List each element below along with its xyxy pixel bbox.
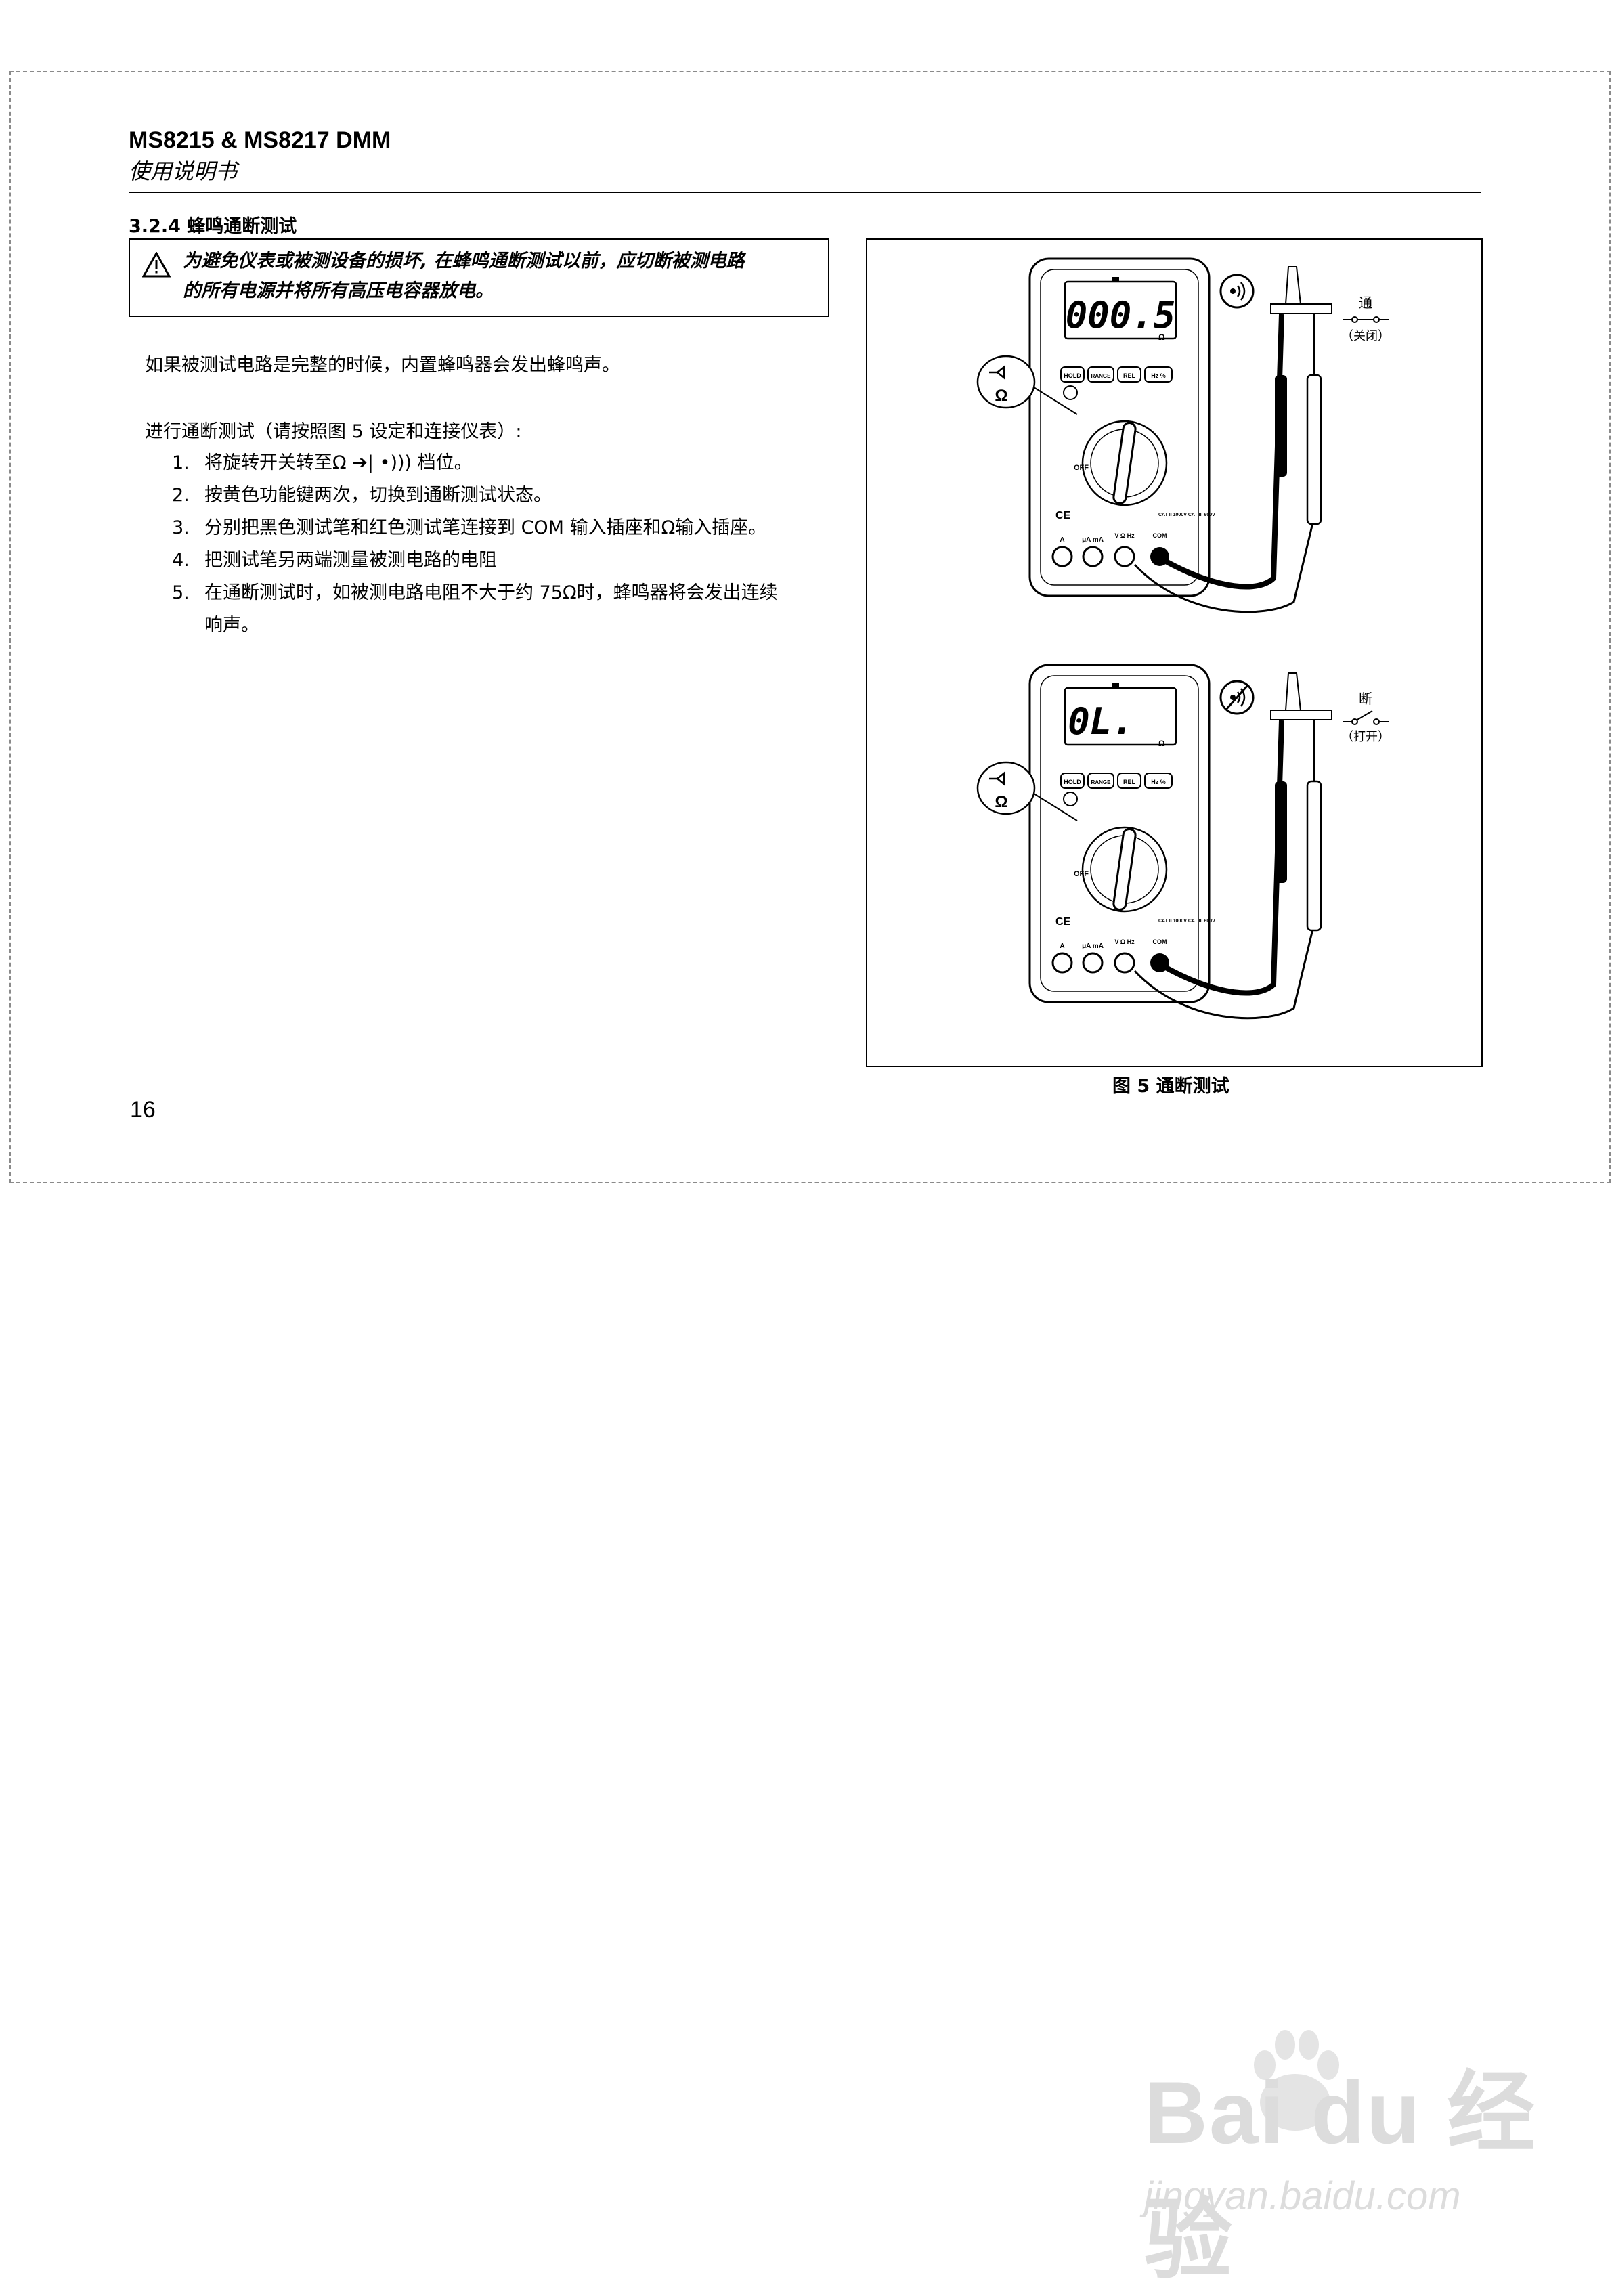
ce-mark: CE xyxy=(1055,510,1071,521)
open-label: 断 xyxy=(1359,691,1372,707)
hold-button: HOLD xyxy=(1064,779,1081,785)
beeper-icon xyxy=(1219,274,1255,309)
battery-icon xyxy=(1112,683,1119,687)
diode-icon xyxy=(989,365,1005,380)
jack-ua-label: μA mA xyxy=(1082,943,1104,950)
range-button: RANGE xyxy=(1091,373,1112,379)
function-button xyxy=(1063,385,1078,400)
page-frame xyxy=(9,71,1611,1183)
baidu-paw-logo xyxy=(1254,2030,1339,2131)
callout-ohm-bottom: Ω xyxy=(995,793,1007,811)
step-item: 响声。 xyxy=(204,615,259,636)
header-divider xyxy=(129,192,1481,193)
jack-v-label: V Ω Hz xyxy=(1114,532,1135,539)
cat-rating: CAT II 1000V CAT III 600V xyxy=(1158,513,1215,517)
document-subtitle: 使用说明书 xyxy=(129,158,238,184)
black-test-lead xyxy=(1158,720,1284,996)
closed-sub-label: （关闭） xyxy=(1341,329,1390,343)
ce-mark: CE xyxy=(1055,916,1071,928)
watermark-brand: Bai du 经验 xyxy=(1144,2063,1537,2289)
jack-v-label: V Ω Hz xyxy=(1114,938,1135,945)
bottom-display-unit: Ω xyxy=(1158,739,1165,748)
diode-icon xyxy=(989,771,1005,786)
warning-line-2: 的所有电源并将所有高压电容器放电。 xyxy=(183,280,494,301)
closed-label: 通 xyxy=(1359,295,1372,311)
dial-callout-top xyxy=(976,355,1036,409)
jack-com-label: COM xyxy=(1153,938,1167,945)
hold-button: HOLD xyxy=(1064,372,1081,379)
section-heading: 3.2.4 蜂鸣通断测试 xyxy=(129,216,297,237)
red-test-lead xyxy=(1133,517,1315,613)
jack-a-label: A xyxy=(1060,943,1064,950)
jack-a-label: A xyxy=(1060,536,1064,544)
continuity-test-illustration: 000.5 Ω HOLD RANGE REL Hz % OFF CE CAT I… xyxy=(976,257,1390,1020)
top-display-unit: Ω xyxy=(1158,332,1165,342)
paragraph-buzzer: 如果被测试电路是完整的时候，内置蜂鸣器会发出蜂鸣声。 xyxy=(145,355,620,376)
jack-ua-label: μA mA xyxy=(1082,536,1104,544)
hz-button: Hz % xyxy=(1151,372,1166,379)
watermark-url: jingyan.baidu.com xyxy=(1144,2174,1461,2218)
rel-button: REL xyxy=(1123,372,1136,379)
range-button: RANGE xyxy=(1091,779,1112,785)
dial-callout-bottom xyxy=(976,761,1036,815)
rel-button: REL xyxy=(1123,779,1136,785)
warning-triangle-icon xyxy=(142,252,171,278)
red-test-lead xyxy=(1133,923,1315,1020)
step-item: 1.将旋转开关转至Ω ➔| •))) 档位。 xyxy=(172,452,473,473)
dial-off-label: OFF xyxy=(1074,464,1089,472)
toggle-switch-bottom xyxy=(1284,672,1302,711)
function-button xyxy=(1063,792,1078,806)
steps-list: 1.将旋转开关转至Ω ➔| •))) 档位。 2.按黄色功能键两次，切换到通断测… xyxy=(172,447,849,642)
dial-off-label: OFF xyxy=(1074,870,1089,878)
multimeter-bottom: 0L. Ω HOLD RANGE REL Hz % OFF CE CAT II … xyxy=(1028,664,1215,1003)
toggle-switch-top xyxy=(1284,266,1302,305)
document-title: MS8215 & MS8217 DMM xyxy=(129,127,391,153)
step-item: 5.在通断测试时，如被测电路电阻不大于约 75Ω时，蜂鸣器将会发出连续 xyxy=(172,582,778,603)
battery-icon xyxy=(1112,277,1119,281)
hz-button: Hz % xyxy=(1151,779,1166,785)
jack-com-label: COM xyxy=(1153,532,1167,539)
step-item: 3.分别把黑色测试笔和红色测试笔连接到 COM 输入插座和Ω输入插座。 xyxy=(172,517,767,538)
multimeter-top: 000.5 Ω HOLD RANGE REL Hz % OFF CE CAT I… xyxy=(1028,257,1215,597)
warning-line-1: 为避免仪表或被测设备的损坏, 在蜂鸣通断测试以前，应切断被测电路 xyxy=(183,251,745,272)
step-item: 2.按黄色功能键两次，切换到通断测试状态。 xyxy=(172,485,552,506)
top-display-reading: 000.5 xyxy=(1066,294,1176,337)
warning-box: 为避免仪表或被测设备的损坏, 在蜂鸣通断测试以前，应切断被测电路 的所有电源并将… xyxy=(129,238,829,317)
bottom-display-reading: 0L. xyxy=(1068,700,1134,743)
warning-text: 为避免仪表或被测设备的损坏, 在蜂鸣通断测试以前，应切断被测电路 的所有电源并将… xyxy=(183,246,819,306)
open-sub-label: （打开） xyxy=(1341,730,1390,743)
black-test-lead xyxy=(1158,313,1284,590)
figure-frame: 000.5 Ω HOLD RANGE REL Hz % OFF CE CAT I… xyxy=(866,238,1483,1067)
page-number: 16 xyxy=(130,1097,156,1123)
figure-caption: 图 5 通断测试 xyxy=(1112,1076,1229,1097)
paragraph-procedure: 进行通断测试（请按照图 5 设定和连接仪表）: xyxy=(145,421,522,442)
step-item: 4.把测试笔另两端测量被测电路的电阻 xyxy=(172,550,497,571)
cat-rating: CAT II 1000V CAT III 600V xyxy=(1158,919,1215,924)
callout-ohm-top: Ω xyxy=(995,387,1007,405)
